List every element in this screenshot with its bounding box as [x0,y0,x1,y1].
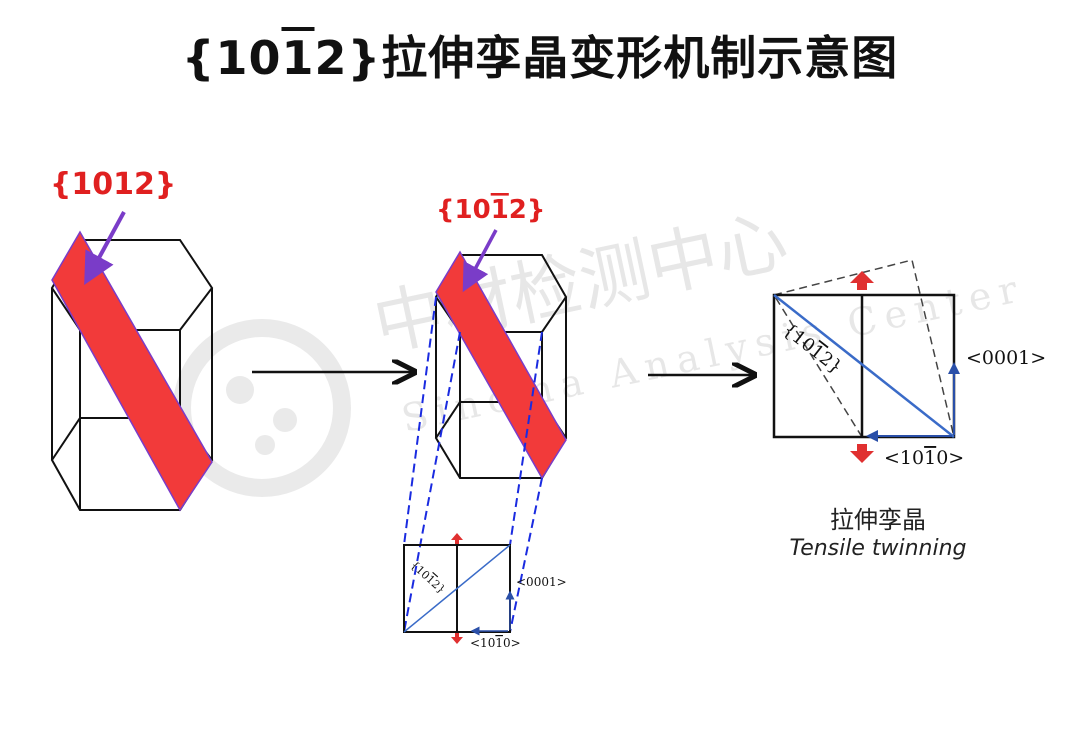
projected-cell-small: {1012} <0001> <1010> [403,533,567,650]
cell-large-a-axis: <1010> [884,447,964,469]
title-prefix: {10 [181,31,282,85]
page-title: {1012}拉伸孪晶变形机制示意图 [0,22,1080,88]
title-suffix: 2}拉伸孪晶变形机制示意图 [314,31,899,85]
pointer-arrow-1-icon [84,211,126,286]
stress-up-small-icon [451,533,463,544]
twin-plane-2 [435,250,567,480]
cell-small-c-axis: <0001> [516,575,567,589]
twinned-cell-large: {1012} <0001> <1010> [772,259,1046,469]
cell-small-a-axis: <1010> [470,636,521,650]
caption-english: Tensile twinning [789,536,967,561]
title-overbar: 1 [281,31,315,85]
cell-small-plane-label: {1012} [408,559,448,597]
plane-label-1: {1012} [50,167,176,202]
projection-lines [403,296,543,633]
twin-plane-1 [51,230,213,512]
stress-up-large-icon [850,271,874,290]
stress-down-small-icon [451,633,463,644]
plane-label-2: {1012} [436,195,545,225]
stress-down-large-icon [850,444,874,463]
pointer-arrow-2-icon [462,229,498,293]
cell-large-c-axis: <0001> [966,347,1046,369]
watermark: 中材检测中心 Sinoma Analysis Center [173,199,1029,497]
watermark-logo-icon [173,319,351,497]
caption-chinese: 拉伸孪晶 [830,506,926,534]
